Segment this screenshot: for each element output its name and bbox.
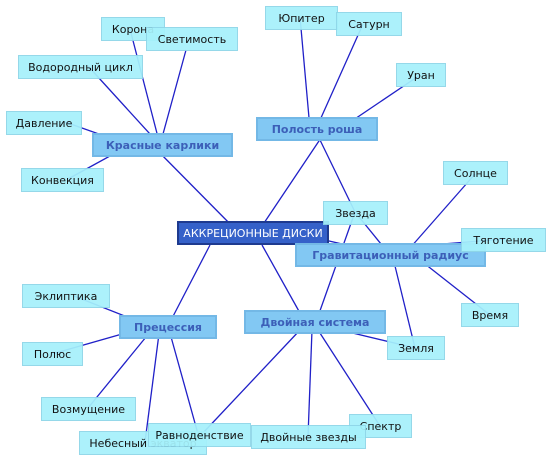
category-gravitational-radius[interactable]: Гравитационный радиус [295,243,486,267]
leaf-equinox[interactable]: Равноденствие [148,423,251,447]
leaf-uranus[interactable]: Уран [396,63,446,87]
leaf-star[interactable]: Звезда [323,201,388,225]
leaf-gravity[interactable]: Тяготение [461,228,546,252]
central-node[interactable]: АККРЕЦИОННЫЕ ДИСКИ [177,221,329,245]
category-binary-system[interactable]: Двойная система [244,310,386,334]
leaf-earth[interactable]: Земля [387,336,445,360]
leaf-convection[interactable]: Конвекция [21,168,104,192]
category-roche-cavity[interactable]: Полость роша [256,117,378,141]
leaf-pressure[interactable]: Давление [6,111,82,135]
leaf-spectrum[interactable]: Спектр [349,414,412,438]
leaf-pole[interactable]: Полюс [22,342,83,366]
leaf-sun[interactable]: Солнце [443,161,508,185]
category-precession[interactable]: Прецессия [119,315,217,339]
leaf-ecliptic[interactable]: Эклиптика [22,284,110,308]
leaf-time[interactable]: Время [461,303,519,327]
category-red-dwarfs[interactable]: Красные карлики [92,133,233,157]
leaf-jupiter[interactable]: Юпитер [265,6,338,30]
leaf-luminosity[interactable]: Светимость [146,27,238,51]
leaf-perturbation[interactable]: Возмущение [41,397,136,421]
leaf-binary-stars[interactable]: Двойные звезды [251,425,366,449]
leaf-hydrogen-cycle[interactable]: Водородный цикл [18,55,143,79]
leaf-saturn[interactable]: Сатурн [336,12,402,36]
